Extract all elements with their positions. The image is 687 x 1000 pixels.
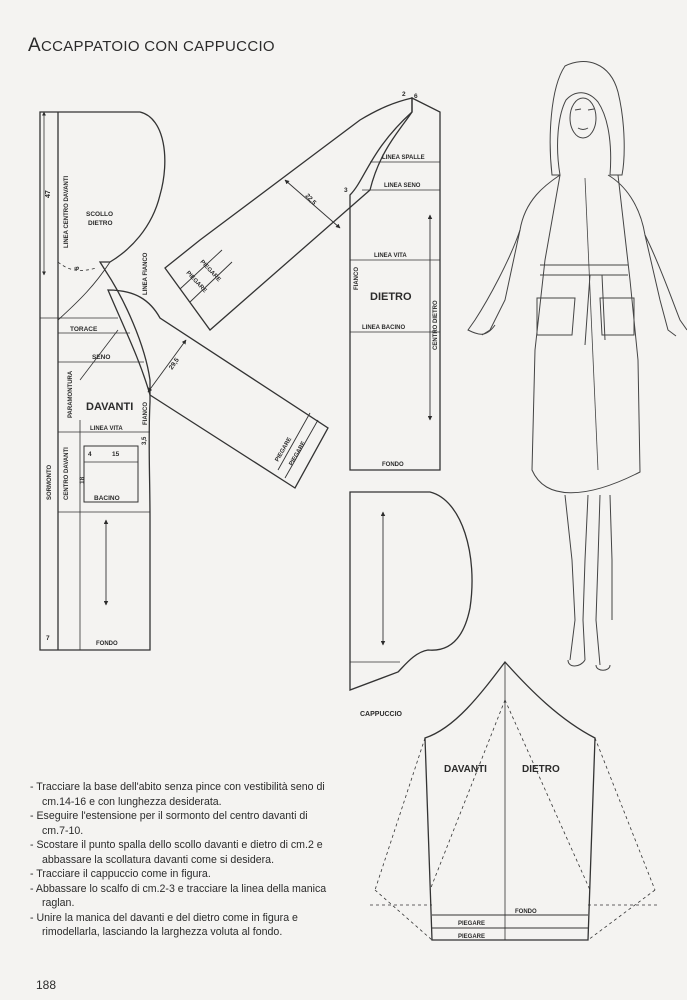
- combined-sleeve-outline: [424, 660, 596, 941]
- back-labels: 2 6 LINEA SPALLE LINEA SENO 3 LINEA VITA…: [344, 91, 439, 468]
- label-piegare-bottom-1: PIEGARE: [458, 921, 485, 927]
- label-davanti: DAVANTI: [86, 401, 133, 413]
- label-scollo-dietro-1: SCOLLO: [86, 211, 113, 218]
- label-linea-spalle: LINEA SPALLE: [382, 155, 425, 161]
- front-neck-curve: [57, 261, 111, 321]
- label-measure-4: 4: [88, 451, 92, 458]
- instruction-item: Abbassare lo scalfo di cm.2-3 e tracciar…: [30, 882, 330, 911]
- sleeve-pieces: [107, 97, 413, 489]
- fashion-figure-illustration: [467, 61, 687, 671]
- label-davanti-sleeve: DAVANTI: [444, 764, 487, 775]
- figure-face: [569, 97, 597, 139]
- label-linea-vita-front: LINEA VITA: [90, 426, 123, 432]
- instruction-item: Unire la manica del davanti e del dietro…: [30, 911, 330, 940]
- label-dietro-sleeve: DIETRO: [522, 764, 560, 775]
- label-measure-29-5: 29,5: [168, 356, 181, 371]
- instruction-item: Scostare il punto spalla dello scollo da…: [30, 838, 330, 867]
- label-scollo-dietro-2: DIETRO: [88, 220, 113, 227]
- label-sormonto: SORMONTO: [47, 464, 53, 500]
- figure-robe: [481, 174, 677, 494]
- page-number: 188: [36, 978, 57, 992]
- lower-sleeve-outline: [107, 289, 329, 489]
- figure-pocket-left: [536, 297, 576, 336]
- label-seno: SENO: [92, 354, 110, 361]
- page-title: ACCAPPATOIO CON CAPPUCCIO: [28, 35, 275, 57]
- instructions-list: Tracciare la base dell'abito senza pince…: [30, 780, 330, 940]
- label-measure-7: 7: [46, 635, 50, 642]
- label-measure-2-back: 2: [402, 91, 406, 98]
- label-fondo-front: FONDO: [96, 641, 118, 647]
- label-torace: TORACE: [70, 326, 98, 333]
- back-outline: [349, 96, 441, 471]
- label-measure-6-back: 6: [414, 93, 418, 100]
- label-fondo-back: FONDO: [382, 462, 404, 468]
- front-labels: LINEA CENTRO DAVANTI 47 SCOLLO DIETRO 6 …: [45, 175, 181, 647]
- instruction-item: Tracciare il cappuccio come in figura.: [30, 867, 330, 882]
- label-measure-6: 6: [74, 266, 81, 270]
- label-bacino: BACINO: [94, 495, 120, 502]
- label-fianco-front: FIANCO: [143, 402, 149, 425]
- hood-outline: [349, 491, 473, 691]
- label-cappuccio: CAPPUCCIO: [360, 711, 403, 718]
- neck-dashed-curve: [57, 261, 97, 271]
- label-fianco-back: FIANCO: [354, 267, 360, 290]
- sleeve-labels: PIEGARE PIEGARE 22,5 PIEGARE PIEGARE: [185, 193, 318, 467]
- back-pattern-piece: [349, 96, 441, 471]
- title-initial: A: [28, 35, 41, 56]
- label-piegare-sleeve-1: PIEGARE: [199, 259, 222, 283]
- label-measure-47: 47: [45, 190, 52, 198]
- front-pattern-piece: [39, 111, 166, 651]
- label-centro-davanti: CENTRO DAVANTI: [64, 447, 70, 500]
- figure-sleeve-right: [644, 234, 687, 331]
- label-linea-bacino: LINEA BACINO: [362, 325, 405, 331]
- label-measure-3-5: 3,5: [142, 436, 148, 445]
- label-linea-fianco: LINEA FIANCO: [143, 252, 149, 295]
- title-rest: CCAPPATOIO CON CAPPUCCIO: [40, 38, 275, 55]
- label-measure-15: 15: [112, 451, 120, 458]
- label-centro-dietro: CENTRO DIETRO: [433, 300, 439, 350]
- upper-sleeve-outline: [164, 97, 413, 331]
- figure-pocket-right: [599, 297, 635, 336]
- combined-sleeve-labels: DAVANTI DIETRO FONDO PIEGARE PIEGARE: [444, 764, 560, 940]
- figure-sleeve-left: [467, 229, 521, 335]
- figure-legs: [564, 494, 613, 666]
- figure-hood: [549, 61, 625, 176]
- label-measure-3-back: 3: [344, 187, 348, 194]
- pocket-rect: [83, 445, 139, 503]
- instruction-item: Eseguire l'estensione per il sormonto de…: [30, 809, 330, 838]
- figure-belt: [540, 264, 628, 346]
- label-linea-vita-back: LINEA VITA: [374, 253, 407, 259]
- label-measure-22-5: 22,5: [304, 193, 318, 207]
- front-outline: [39, 111, 166, 651]
- label-paramontura: PARAMONTURA: [68, 370, 74, 418]
- hood-labels: CAPPUCCIO: [360, 711, 403, 718]
- label-piegare-sleeve-4: PIEGARE: [289, 441, 308, 467]
- label-piegare-bottom-2: PIEGARE: [458, 934, 485, 940]
- facing-line: [79, 329, 119, 381]
- label-fondo-sleeve: FONDO: [515, 909, 537, 915]
- label-linea-seno: LINEA SENO: [384, 183, 421, 189]
- instruction-item: Tracciare la base dell'abito senza pince…: [30, 780, 330, 809]
- label-dietro: DIETRO: [370, 291, 412, 303]
- hood-pattern-piece: [349, 491, 473, 691]
- label-measure-18: 18: [79, 476, 86, 484]
- label-centro-davanti-top: LINEA CENTRO DAVANTI: [64, 175, 70, 248]
- combined-sleeve-piece: [370, 660, 660, 941]
